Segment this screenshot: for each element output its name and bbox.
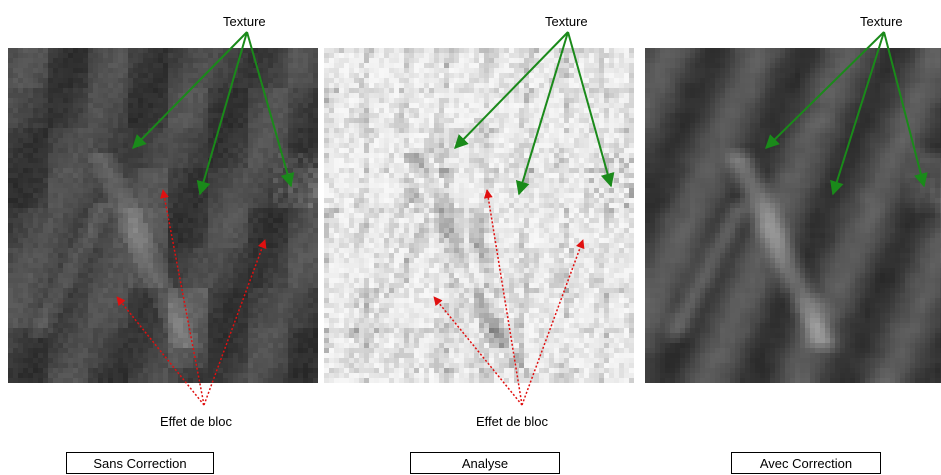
texture-label-1: Texture: [223, 14, 266, 29]
texture-label-3: Texture: [860, 14, 903, 29]
caption-sans-correction: Sans Correction: [66, 452, 214, 474]
texture-label-2: Texture: [545, 14, 588, 29]
block-effect-label-1: Effet de bloc: [160, 414, 233, 429]
image-sans-correction: [8, 48, 318, 383]
caption-analyse: Analyse: [410, 452, 560, 474]
block-effect-label-2: Effet de bloc: [476, 414, 549, 429]
caption-avec-correction: Avec Correction: [731, 452, 881, 474]
image-analyse: [324, 48, 634, 383]
image-avec-correction: [645, 48, 941, 383]
